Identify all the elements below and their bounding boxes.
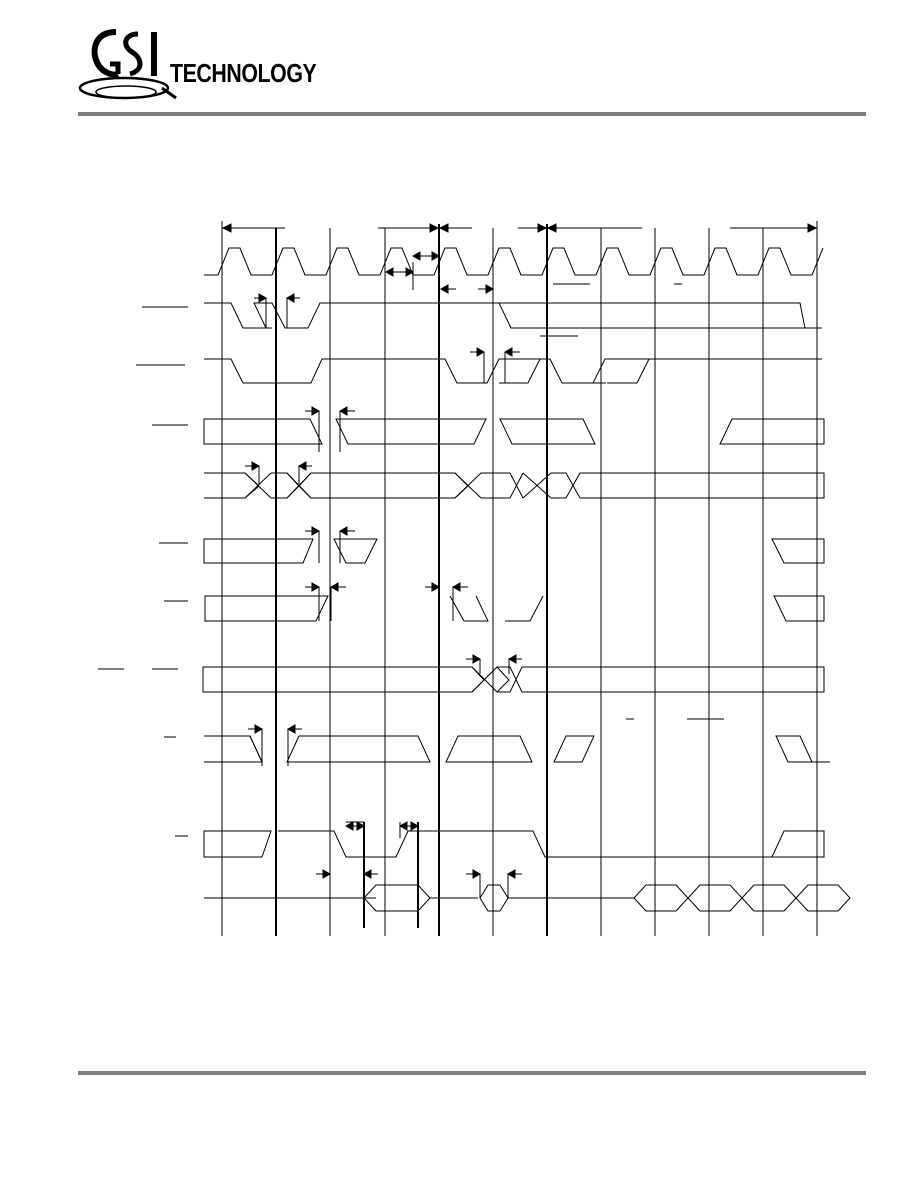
company-logo: TECHNOLOGY [78, 26, 318, 110]
signal-row-6 [164, 582, 825, 622]
reference-lines [275, 224, 548, 936]
signal-row-2 [136, 347, 822, 384]
signal-row-10-data [204, 869, 851, 912]
signal-row-4-bus [204, 461, 825, 499]
logo-wordmark: TECHNOLOGY [170, 58, 317, 88]
signal-row-7-bus [98, 654, 825, 693]
grid-lines [221, 228, 818, 936]
clock-timing-arrows [384, 251, 682, 337]
signal-row-3 [152, 406, 825, 452]
clock-waveform [204, 247, 824, 276]
signal-row-5 [159, 526, 825, 564]
signal-row-1 [142, 293, 822, 329]
header-rule [78, 112, 866, 116]
signal-row-8 [164, 718, 830, 766]
signal-row-9 [175, 821, 825, 858]
period-arrows [221, 221, 818, 236]
footer-rule [78, 1071, 866, 1075]
gsi-logo-icon [78, 29, 177, 100]
